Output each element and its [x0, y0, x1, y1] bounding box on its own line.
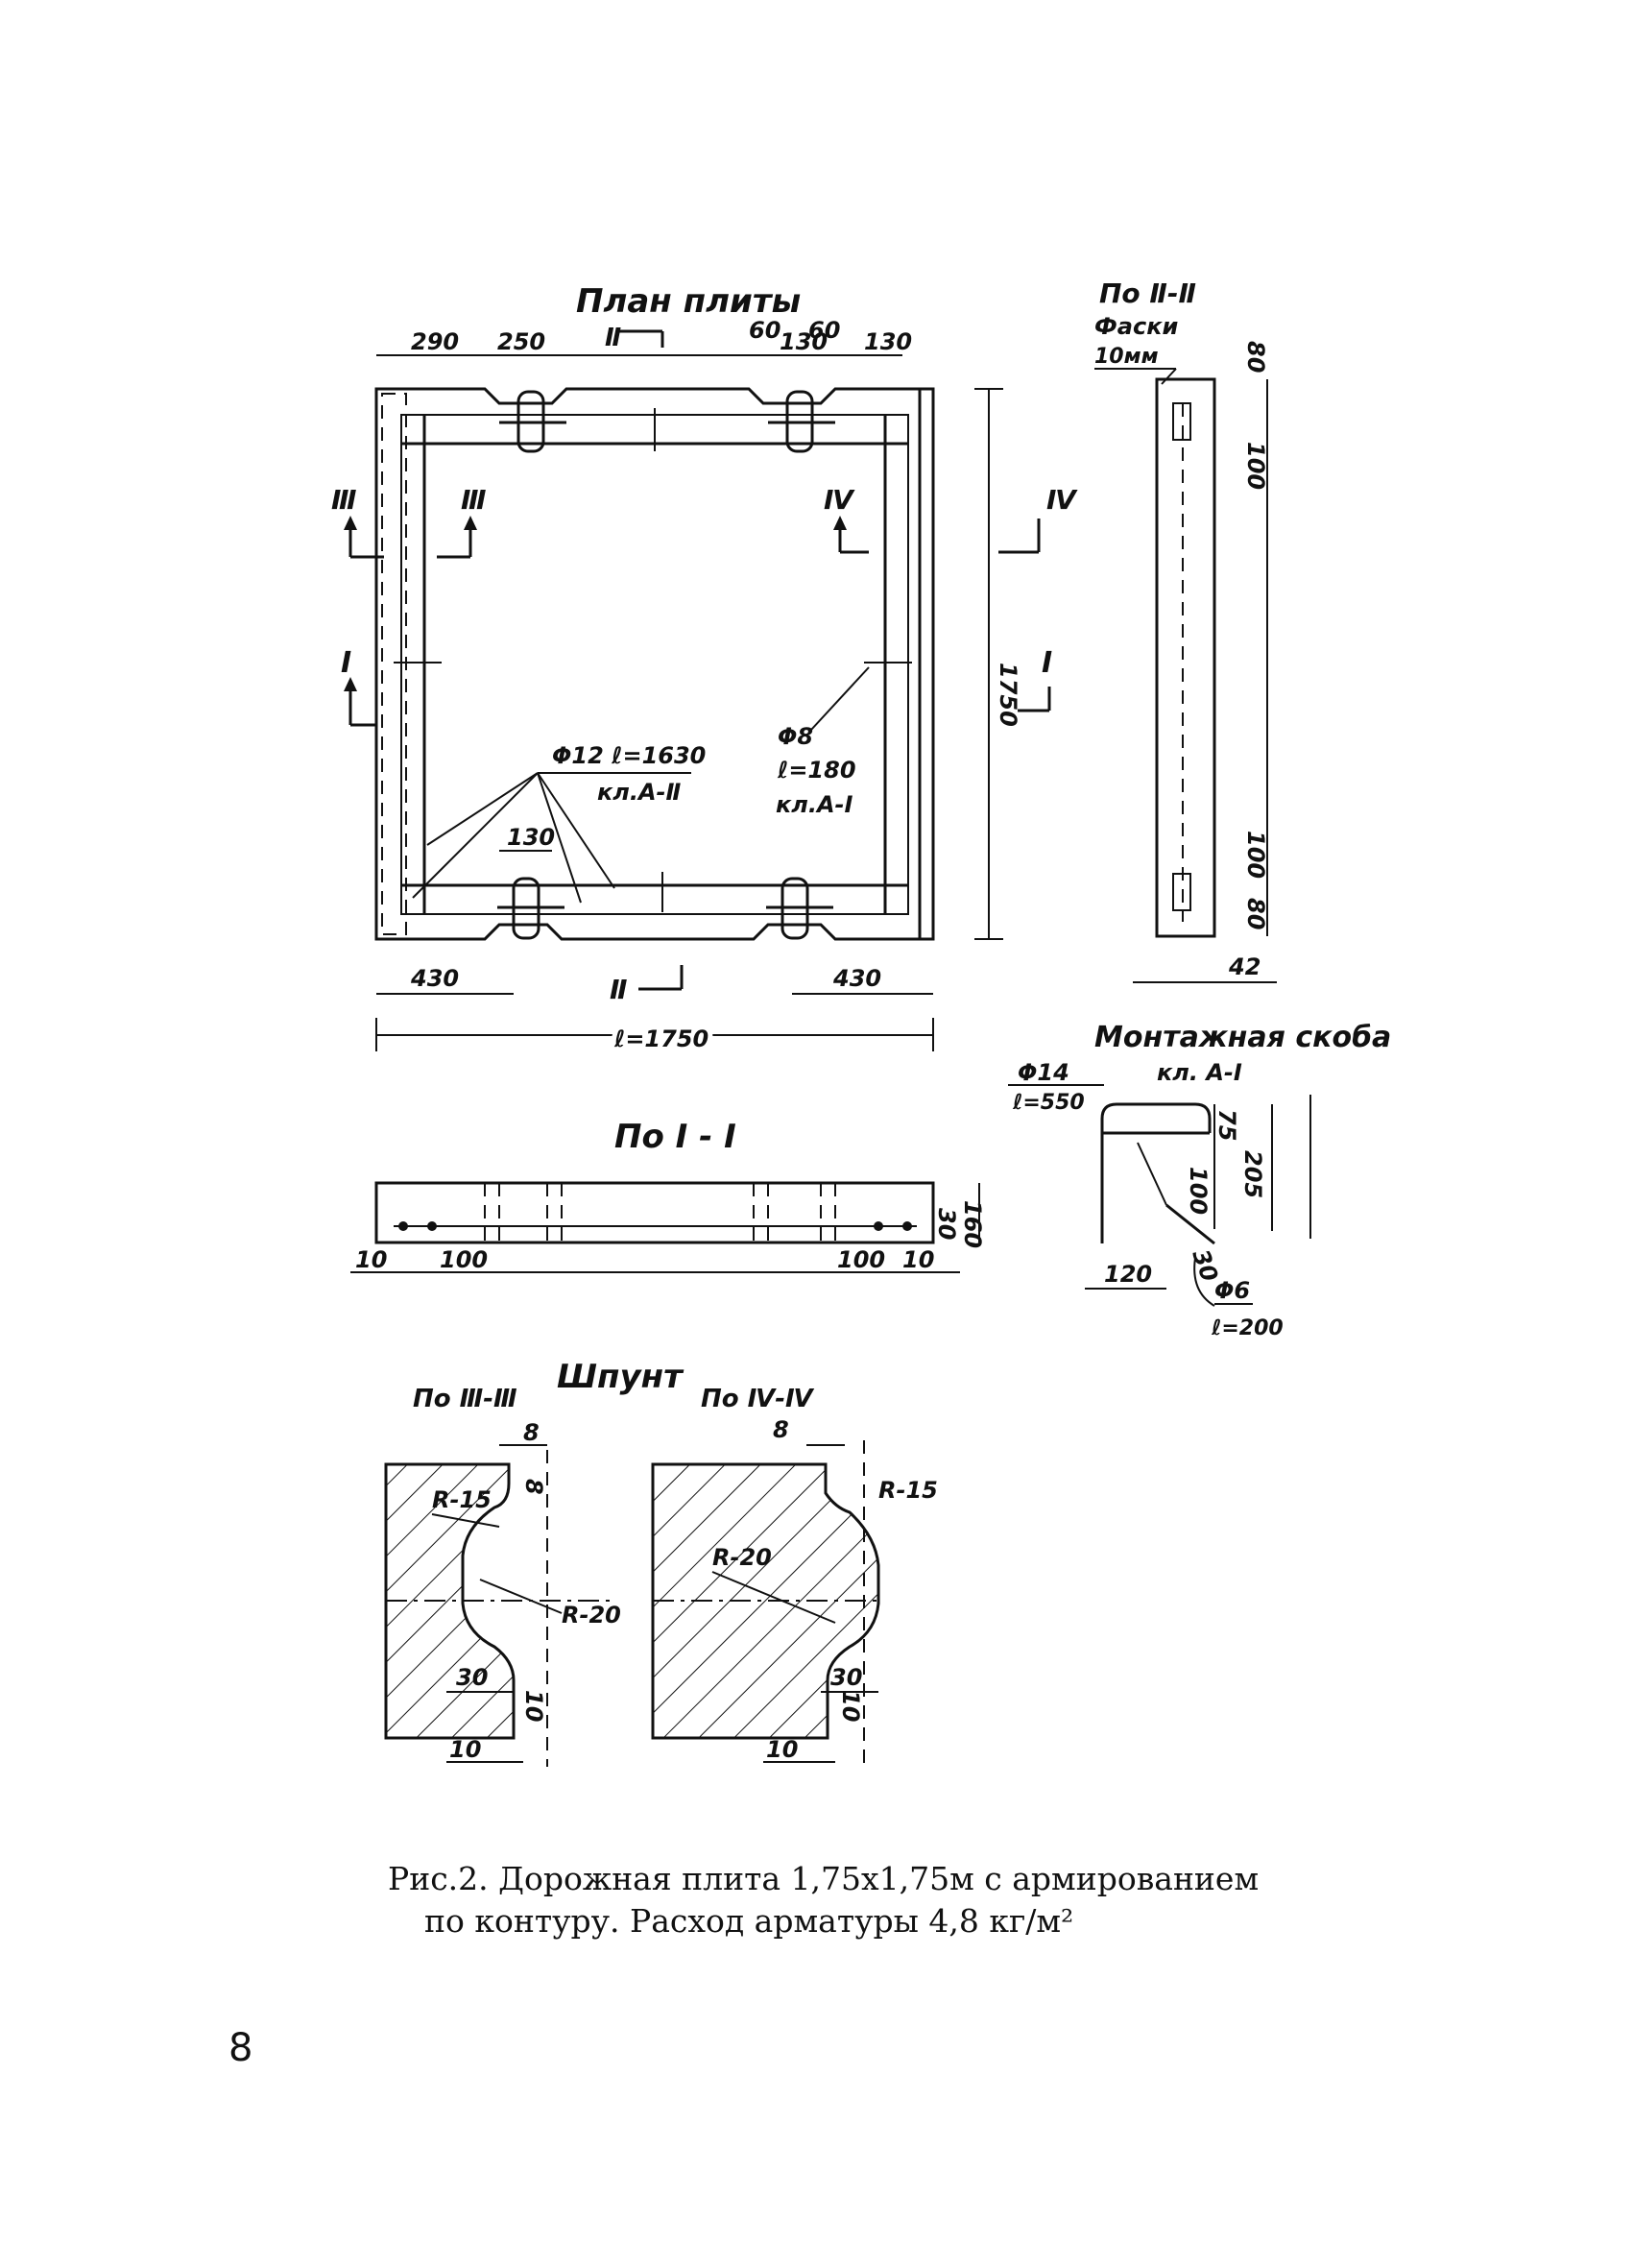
section-mark-III-inner: Ⅲ: [437, 484, 486, 559]
section-I-dim-4: 10: [902, 1246, 934, 1273]
plan-tongue-edge: [381, 393, 407, 935]
svg-text:Ⅱ: Ⅱ: [605, 324, 621, 352]
bracket-rebar-top-2: ℓ=550: [1012, 1091, 1085, 1115]
section-I-slab: [374, 1181, 935, 1244]
bracket-title: Монтажная скоба: [1094, 1021, 1391, 1054]
plan-dim-top-1: 290: [411, 328, 459, 355]
plan-dim-top-4: 130: [780, 328, 828, 355]
plan-dim-length: ℓ=1750: [613, 1025, 708, 1052]
tongue-left-dim-4: R-20: [562, 1602, 621, 1629]
section-II-dim-1: 80: [1242, 341, 1269, 373]
tongue-right-dim-5: 10: [837, 1690, 864, 1722]
section-II-dim-4: 80: [1242, 898, 1269, 929]
bracket-class: кл. А-Ⅰ: [1157, 1059, 1242, 1086]
section-II-chamfer-2: 10мм: [1094, 345, 1159, 369]
section-I-dim-6: 160: [959, 1200, 986, 1248]
tongue-left-dim-7: 10: [449, 1736, 481, 1763]
section-mark-II-bottom: Ⅱ: [610, 965, 684, 1005]
svg-text:I: I: [1042, 646, 1052, 680]
tongue-left-dim-6: 10: [520, 1690, 547, 1722]
section-I-dim-1: 10: [355, 1246, 387, 1273]
section-I-dim-5: 30: [933, 1208, 960, 1240]
plan-dim-top-5: 60: [808, 317, 840, 344]
section-I-view: По I - I 10 100 100 10 30 160: [350, 1118, 986, 1273]
tongue-right-dim-4: 30: [830, 1664, 862, 1691]
svg-text:Ⅳ: Ⅳ: [824, 484, 855, 516]
bracket-dim-2: 100: [1185, 1167, 1212, 1215]
plan-dim-bottom-right: 430: [832, 965, 881, 992]
section-II-dim-2: 100: [1242, 442, 1269, 490]
tongue-left-dim-5: 30: [456, 1664, 488, 1691]
page-number: 8: [228, 2026, 253, 2070]
plan-dim-loop: 130: [507, 824, 555, 851]
tongue-left-title: По Ⅲ-Ⅲ: [413, 1385, 517, 1413]
section-mark-I-left: I: [341, 646, 376, 727]
svg-text:Ⅲ: Ⅲ: [331, 484, 356, 516]
tongue-title: Шпунт: [557, 1358, 684, 1396]
section-I-title: По I - I: [614, 1118, 736, 1156]
plan-rebar-sec-3: кл.А-Ⅰ: [776, 791, 853, 818]
plan-dim-top-3: 60: [749, 317, 780, 344]
plan-rebar-main-2: кл.А-Ⅱ: [597, 779, 682, 806]
plan-view: План плиты 290 250 60 130 60 130: [331, 282, 1078, 1057]
bracket-dim-4: 120: [1104, 1261, 1152, 1288]
tongue-left-dim-1: 8: [523, 1419, 540, 1446]
section-I-dim-2: 100: [440, 1246, 488, 1273]
plan-slab-outline: [374, 387, 935, 941]
svg-text:Ⅳ: Ⅳ: [1046, 484, 1078, 516]
section-mark-IV-inner: Ⅳ: [824, 484, 869, 554]
tongue-left-dim-2: 8: [520, 1479, 547, 1495]
bracket-dim-1: 75: [1213, 1109, 1240, 1141]
section-mark-II-top: Ⅱ: [605, 324, 664, 352]
section-mark-I-right: I: [1018, 646, 1052, 712]
section-II-dim-3: 100: [1242, 831, 1269, 879]
section-mark-IV-right: Ⅳ: [998, 484, 1078, 554]
plan-title: План плиты: [576, 282, 801, 321]
section-II-dim-5: 42: [1228, 953, 1261, 980]
bracket-rebar-bottom-2: ℓ=200: [1211, 1316, 1284, 1340]
bracket-rebar-top-1: Φ14: [1018, 1059, 1069, 1086]
plan-rebar-main-1: Φ12 ℓ=1630: [552, 742, 706, 769]
caption-line-1: Рис.2. Дорожная плита 1,75х1,75м с армир…: [388, 1860, 1260, 1897]
svg-text:Ⅱ: Ⅱ: [610, 974, 627, 1005]
tongue-right-section: [651, 1462, 880, 1740]
tongue-view: Шпунт По Ⅲ-Ⅲ По Ⅳ-Ⅳ 8 8 R-15 R-20 30 10 …: [384, 1358, 938, 1772]
figure-caption: Рис.2. Дорожная плита 1,75х1,75м с армир…: [388, 1858, 1348, 1942]
tongue-left-section: [384, 1462, 516, 1740]
section-II-slab: [1155, 377, 1216, 938]
tongue-right-dim-1: 8: [773, 1416, 789, 1443]
bracket-dim-3: 205: [1239, 1150, 1266, 1198]
section-II-view: По Ⅱ-Ⅱ Фаски 10мм 80 100 100 80 42: [1094, 277, 1277, 983]
bracket-rebar-bottom-1: Φ6: [1214, 1277, 1250, 1304]
tongue-right-title: По Ⅳ-Ⅳ: [701, 1385, 815, 1413]
tongue-right-dim-6: 10: [766, 1736, 798, 1763]
plan-rebar-sec-1: Φ8: [778, 723, 813, 750]
plan-dim-bottom-left: 430: [410, 965, 459, 992]
plan-rebar-sec-2: ℓ=180: [777, 757, 856, 784]
plan-dim-top-6: 130: [864, 328, 912, 355]
svg-text:Ⅲ: Ⅲ: [461, 484, 486, 516]
caption-line-2: по контуру. Расход арматуры 4,8 кг/м²: [424, 1902, 1074, 1940]
section-II-title: По Ⅱ-Ⅱ: [1099, 277, 1196, 309]
plan-dim-height: 1750: [995, 663, 1021, 727]
bracket-shape: [1100, 1102, 1212, 1243]
plan-dim-top-2: 250: [497, 328, 545, 355]
section-mark-III-left: Ⅲ: [331, 484, 384, 559]
tongue-right-dim-3: R-20: [712, 1544, 772, 1571]
section-I-dim-3: 100: [837, 1246, 885, 1273]
bracket-view: Монтажная скоба кл. А-Ⅰ Φ14 ℓ=550 75 100…: [1008, 1021, 1391, 1340]
tongue-left-dim-3: R-15: [432, 1486, 492, 1513]
section-II-chamfer-1: Фаски: [1094, 313, 1179, 340]
svg-text:I: I: [341, 646, 351, 680]
tongue-right-dim-2: R-15: [878, 1477, 938, 1504]
